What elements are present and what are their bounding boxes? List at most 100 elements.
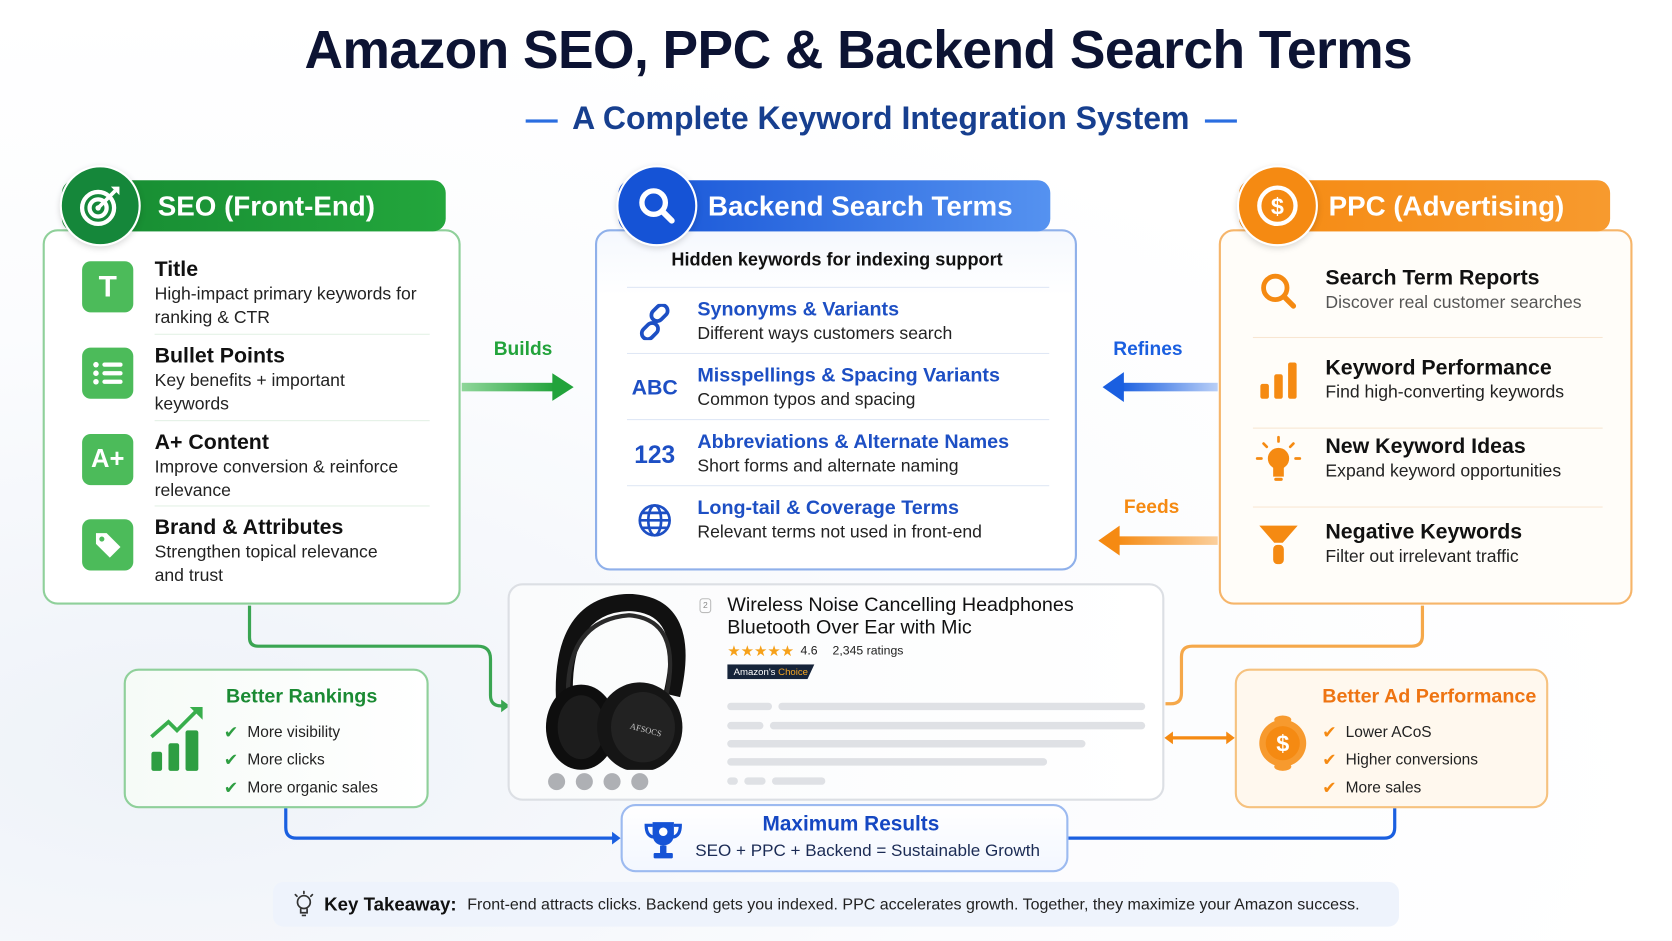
backend-item-synonyms: Synonyms & Variants Different ways custo… — [629, 296, 952, 347]
ads-benefit-list: ✔Lower ACoS ✔Higher conversions ✔More sa… — [1322, 719, 1478, 802]
item-title: Keyword Performance — [1325, 356, 1552, 380]
benefit-item: ✔Higher conversions — [1322, 751, 1479, 770]
seo-item-brand: Brand & Attributes Strengthen topical re… — [82, 516, 410, 587]
target-icon — [59, 165, 141, 247]
carousel-dot[interactable] — [548, 773, 566, 791]
item-desc: Find high-converting keywords — [1325, 382, 1565, 402]
ppc-item-search-term-reports: Search Term Reports Discover real custom… — [1253, 266, 1582, 317]
better-rankings-card: Better Rankings ✔More visibility ✔More c… — [123, 668, 429, 809]
numbers-123-icon: 123 — [634, 439, 676, 468]
ppc-card: Search Term Reports Discover real custom… — [1218, 229, 1633, 605]
image-carousel-dots[interactable] — [548, 773, 649, 791]
link-icon — [629, 296, 680, 347]
divider — [626, 286, 1050, 288]
backend-header: Backend Search Terms — [616, 165, 1051, 247]
item-desc: Common typos and spacing — [697, 390, 916, 410]
divider — [154, 505, 430, 507]
carousel-dot[interactable] — [575, 773, 593, 791]
ppc-header: $ PPC (Advertising) — [1236, 165, 1611, 247]
dollar-icon: $ — [1236, 165, 1318, 247]
item-desc: Expand keyword opportunities — [1325, 461, 1562, 481]
share-icon[interactable]: 2 — [699, 598, 712, 614]
item-desc: Improve conversion & reinforce relevance — [154, 457, 399, 501]
key-takeaway-text: Front-end attracts clicks. Backend gets … — [467, 895, 1360, 914]
better-ads-title: Better Ad Performance — [1322, 684, 1537, 707]
item-desc: High-impact primary keywords for ranking… — [154, 284, 417, 328]
svg-text:$: $ — [1276, 731, 1289, 757]
benefit-item: ✔More clicks — [223, 751, 325, 770]
tag-icon — [82, 519, 134, 571]
ppc-item-negative-keywords: Negative Keywords Filter out irrelevant … — [1253, 519, 1522, 570]
seo-item-aplus: A+ A+ Content Improve conversion & reinf… — [82, 431, 421, 502]
carousel-dot[interactable] — [631, 773, 649, 791]
product-rating: ★★★★★ 4.6 2,345 ratings — [727, 642, 903, 660]
better-rankings-title: Better Rankings — [226, 684, 378, 707]
page-title: Amazon SEO, PPC & Backend Search Terms — [304, 20, 1413, 80]
feeds-label: Feeds — [1123, 495, 1180, 518]
divider — [154, 333, 430, 335]
amazons-choice-badge: Amazon's Choice — [727, 664, 815, 680]
backend-card: Hidden keywords for indexing support Syn… — [594, 229, 1077, 571]
dollar-coin-icon: $ — [1256, 713, 1309, 778]
backend-heading: Backend Search Terms — [708, 189, 1013, 222]
item-title: Search Term Reports — [1325, 266, 1540, 291]
lightbulb-icon — [1253, 434, 1304, 485]
ratings-count[interactable]: 2,345 ratings — [832, 644, 904, 658]
item-title: Negative Keywords — [1325, 520, 1523, 544]
lightbulb-outline-icon — [292, 890, 318, 918]
backend-intro: Hidden keywords for indexing support — [671, 249, 1003, 270]
item-title: Bullet Points — [154, 344, 285, 368]
key-takeaway-label: Key Takeaway: — [324, 893, 457, 915]
product-title[interactable]: Wireless Noise Cancelling Headphones Blu… — [727, 592, 1074, 638]
svg-text:$: $ — [1271, 193, 1284, 219]
rankings-benefit-list: ✔More visibility ✔More clicks ✔More orga… — [224, 719, 378, 802]
refines-label: Refines — [1113, 338, 1183, 360]
maximum-results-card: Maximum Results SEO + PPC + Backend = Su… — [620, 803, 1069, 873]
seo-heading: SEO (Front-End) — [157, 189, 375, 222]
item-desc: Relevant terms not used in front-end — [697, 522, 982, 542]
ppc-item-new-ideas: New Keyword Ideas Expand keyword opportu… — [1253, 434, 1561, 485]
bar-chart-icon — [1253, 355, 1304, 406]
maximum-results-title: Maximum Results — [762, 812, 940, 836]
item-desc: Different ways customers search — [697, 324, 953, 344]
item-desc: Key benefits + important keywords — [154, 371, 345, 414]
trophy-icon — [642, 819, 685, 867]
globe-icon — [629, 495, 680, 546]
item-title: Misspellings & Spacing Variants — [697, 363, 1000, 387]
item-title: Title — [154, 258, 199, 282]
divider — [1252, 427, 1603, 429]
item-desc: Filter out irrelevant traffic — [1325, 547, 1519, 567]
divider — [1252, 506, 1603, 508]
carousel-dot[interactable] — [603, 773, 621, 791]
placeholder-line — [727, 740, 1086, 748]
seo-card: T Title High-impact primary keywords for… — [42, 229, 461, 605]
item-desc: Discover real customer searches — [1325, 293, 1582, 313]
magnifier-icon — [1253, 266, 1304, 317]
divider — [626, 352, 1050, 355]
benefit-item: ✔More visibility — [223, 724, 341, 743]
dash-right — [1204, 118, 1237, 123]
seo-item-bullets: Bullet Points Key benefits + important k… — [82, 344, 400, 416]
page-subtitle: A Complete Keyword Integration System — [0, 101, 1672, 137]
item-title: Abbreviations & Alternate Names — [697, 429, 1010, 453]
headphones-image: AFSOCS — [533, 593, 693, 773]
backend-item-longtail: Long-tail & Coverage Terms Relevant term… — [629, 495, 982, 546]
backend-item-misspellings: ABC Misspellings & Spacing Variants Comm… — [629, 363, 1000, 414]
dash-left — [525, 118, 558, 123]
product-listing-card: AFSOCS 2 Wireless Noise Cancelling Headp… — [507, 583, 1165, 801]
seo-header: SEO (Front-End) — [59, 165, 446, 247]
placeholder-line — [744, 777, 766, 785]
key-takeaway-bar: Key Takeaway: Front-end attracts clicks.… — [272, 881, 1399, 927]
divider — [154, 420, 430, 422]
ppc-item-keyword-performance: Keyword Performance Find high-converting… — [1253, 355, 1564, 406]
placeholder-line — [727, 758, 1048, 766]
benefit-item: ✔More sales — [1322, 779, 1422, 798]
placeholder-line — [769, 721, 1146, 730]
divider — [1252, 336, 1603, 339]
placeholder-line — [727, 721, 764, 730]
growth-chart-icon — [149, 705, 204, 779]
backend-item-abbreviations: 123 Abbreviations & Alternate Names Shor… — [629, 429, 1009, 480]
benefit-item: ✔More organic sales — [223, 779, 379, 798]
stars-icon: ★★★★★ — [727, 641, 795, 659]
